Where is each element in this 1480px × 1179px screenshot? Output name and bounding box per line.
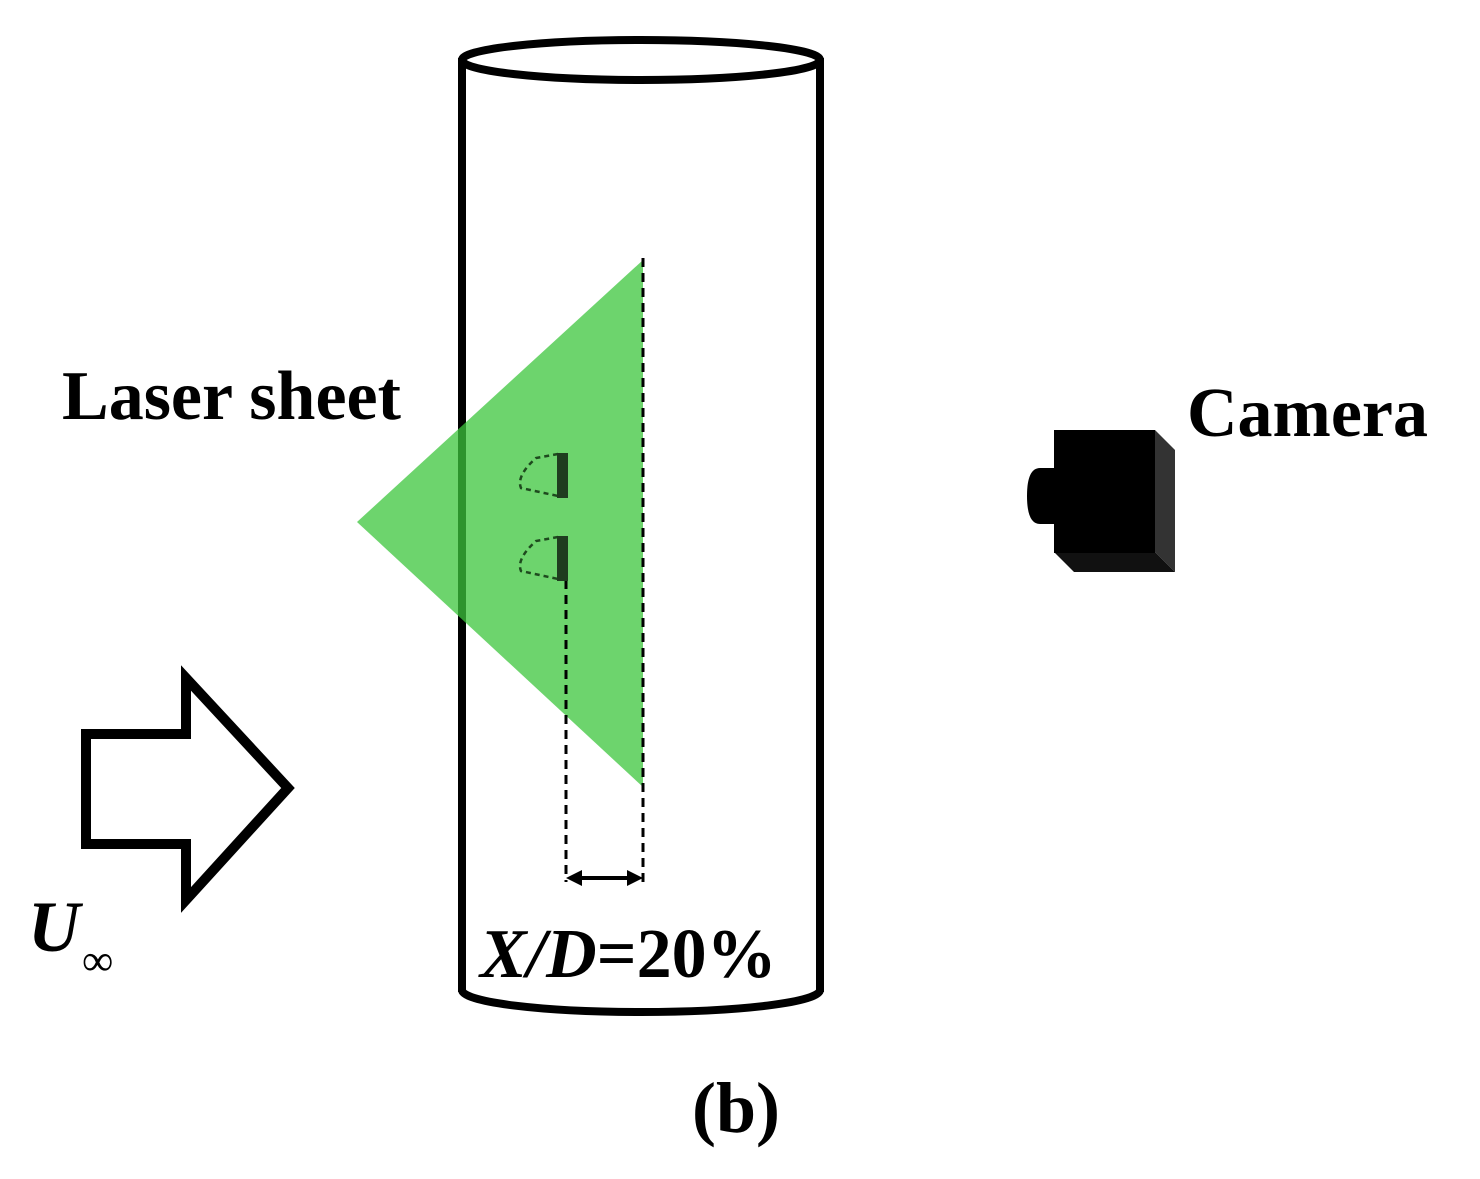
camera-label: Camera <box>1187 375 1429 452</box>
ratio-variable: X/D <box>480 916 597 993</box>
distance-ratio-label: X/D=20% <box>480 920 777 990</box>
cylinder-top-ellipse <box>458 36 824 84</box>
camera-icon <box>1027 430 1175 572</box>
surface-plug-upper <box>518 452 568 498</box>
velocity-subscript: ∞ <box>82 936 114 985</box>
freestream-velocity-label: U∞ <box>28 891 113 983</box>
distance-arrowhead-right <box>627 870 643 886</box>
distance-arrowhead-left <box>566 870 582 886</box>
cylinder-bottom-arc <box>458 988 824 1016</box>
laser-sheet <box>357 260 643 787</box>
camera-bottom-face <box>1054 552 1175 572</box>
distance-arrow <box>566 870 643 886</box>
cylinder <box>458 36 824 1016</box>
flow-direction-arrow <box>81 665 295 913</box>
ratio-value: =20% <box>596 916 777 993</box>
panel-label: (b) <box>692 1068 780 1148</box>
velocity-symbol: U <box>28 887 80 967</box>
camera-body <box>1054 430 1155 553</box>
camera-lens <box>1027 468 1054 524</box>
laser-sheet-label: Laser sheet <box>62 358 401 435</box>
surface-plug-lower <box>518 535 568 581</box>
camera-side-face <box>1155 430 1175 572</box>
measurement-guides <box>564 258 645 882</box>
